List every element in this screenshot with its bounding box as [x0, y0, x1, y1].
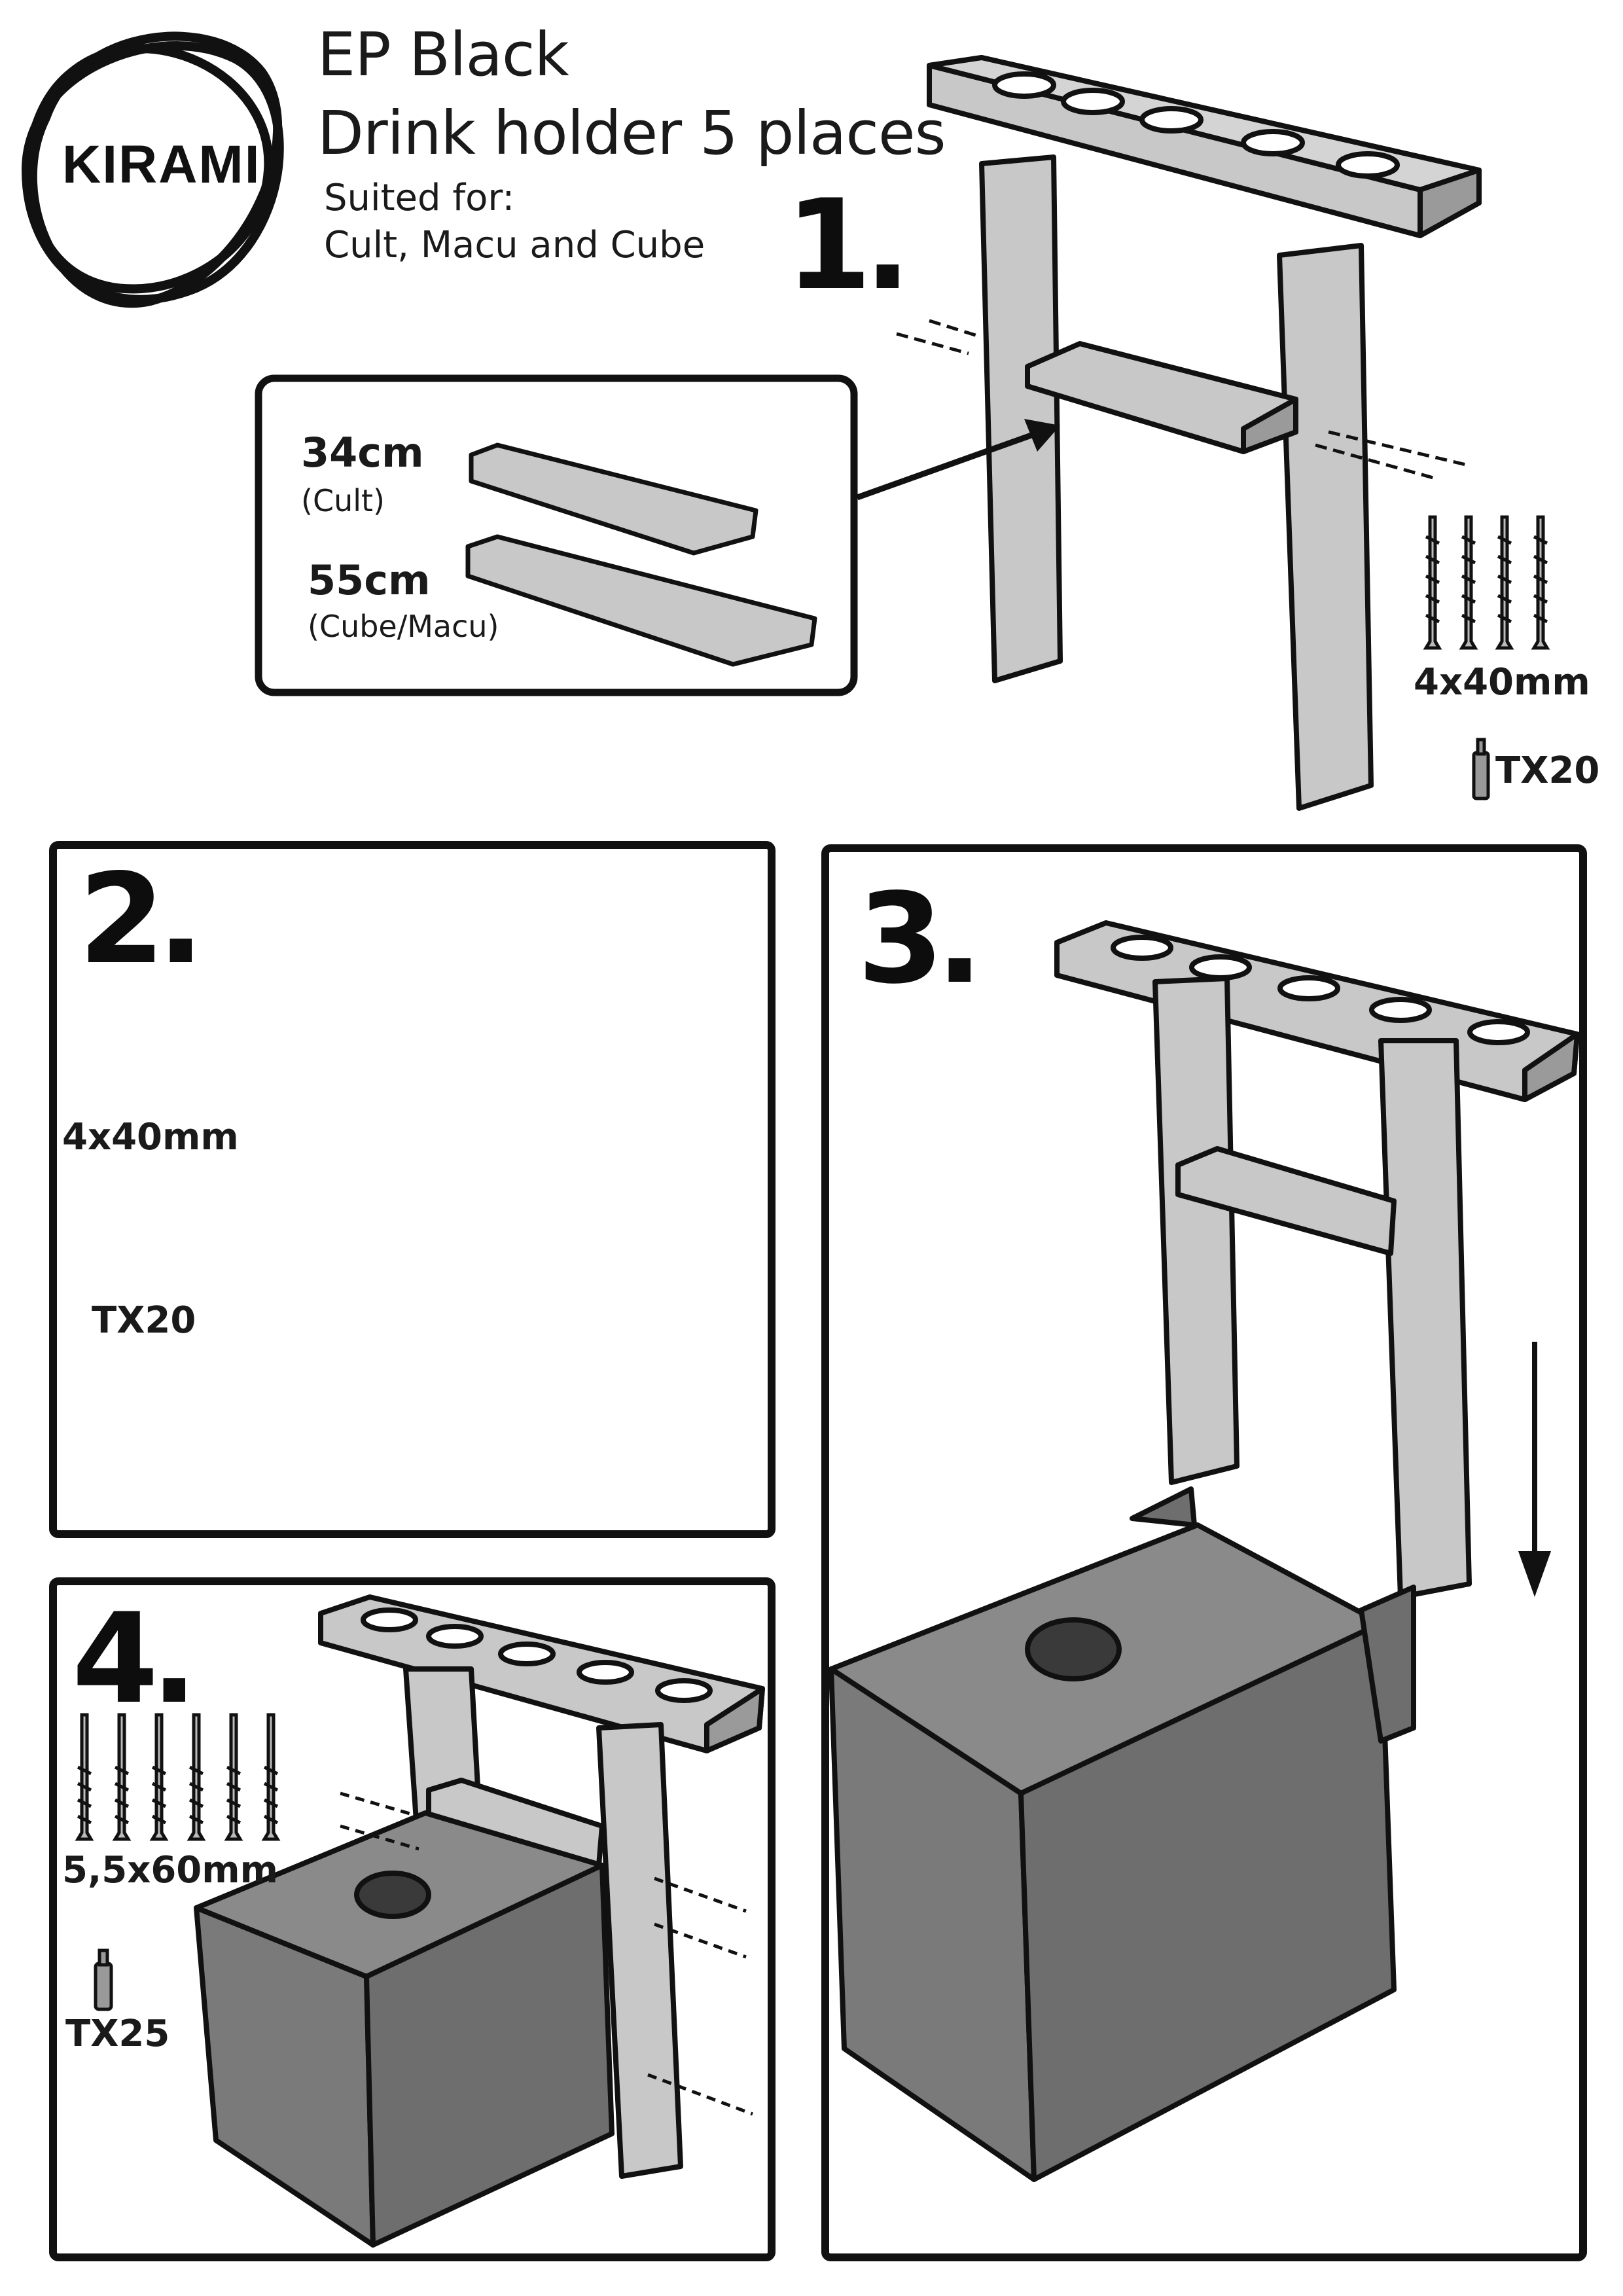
step2-number: 2.	[79, 847, 204, 992]
step1-bit-icon	[1472, 738, 1490, 800]
step1-screw-icons	[1423, 515, 1550, 650]
step4-bit-label: TX25	[65, 2013, 170, 2055]
board-short-model: (Cult)	[301, 483, 385, 518]
step3-down-arrow-icon	[1518, 1551, 1551, 1597]
step1-illustration	[896, 55, 1482, 811]
step4-screw-label: 5,5x60mm	[62, 1849, 278, 1892]
step2-bit-label: TX20	[92, 1299, 196, 1342]
step3-panel	[821, 844, 1587, 2261]
board-short-size: 34cm	[301, 429, 424, 476]
step1-arrow	[856, 419, 1060, 501]
step1-inset-box	[255, 374, 858, 696]
board-long-size: 55cm	[308, 556, 431, 604]
suited-models: Cult, Macu and Cube	[324, 224, 705, 266]
board-long-model: (Cube/Macu)	[308, 609, 499, 644]
step1-number: 1.	[785, 173, 911, 317]
step1-screw-label: 4x40mm	[1414, 661, 1590, 704]
kirami-logo-rings	[21, 31, 284, 308]
step4-bit-icon	[94, 1948, 113, 2011]
step3-illustration	[829, 920, 1580, 2182]
product-line-title: EP Black	[317, 20, 569, 90]
product-title: Drink holder 5 places	[317, 98, 946, 168]
step1-bit-label: TX20	[1495, 749, 1600, 792]
step1-inset-boards	[465, 442, 817, 667]
step3-number: 3.	[857, 867, 983, 1011]
step2-screw-label: 4x40mm	[62, 1116, 239, 1158]
step4-screw-icons	[75, 1713, 281, 1841]
step4-panel	[49, 1577, 776, 2261]
kirami-logo-text: KIRAMI	[62, 135, 261, 194]
suited-for-label: Suited for:	[324, 177, 515, 219]
step4-illustration	[194, 1594, 765, 2248]
step2-panel	[49, 841, 776, 1538]
step4-number: 4.	[72, 1587, 198, 1731]
